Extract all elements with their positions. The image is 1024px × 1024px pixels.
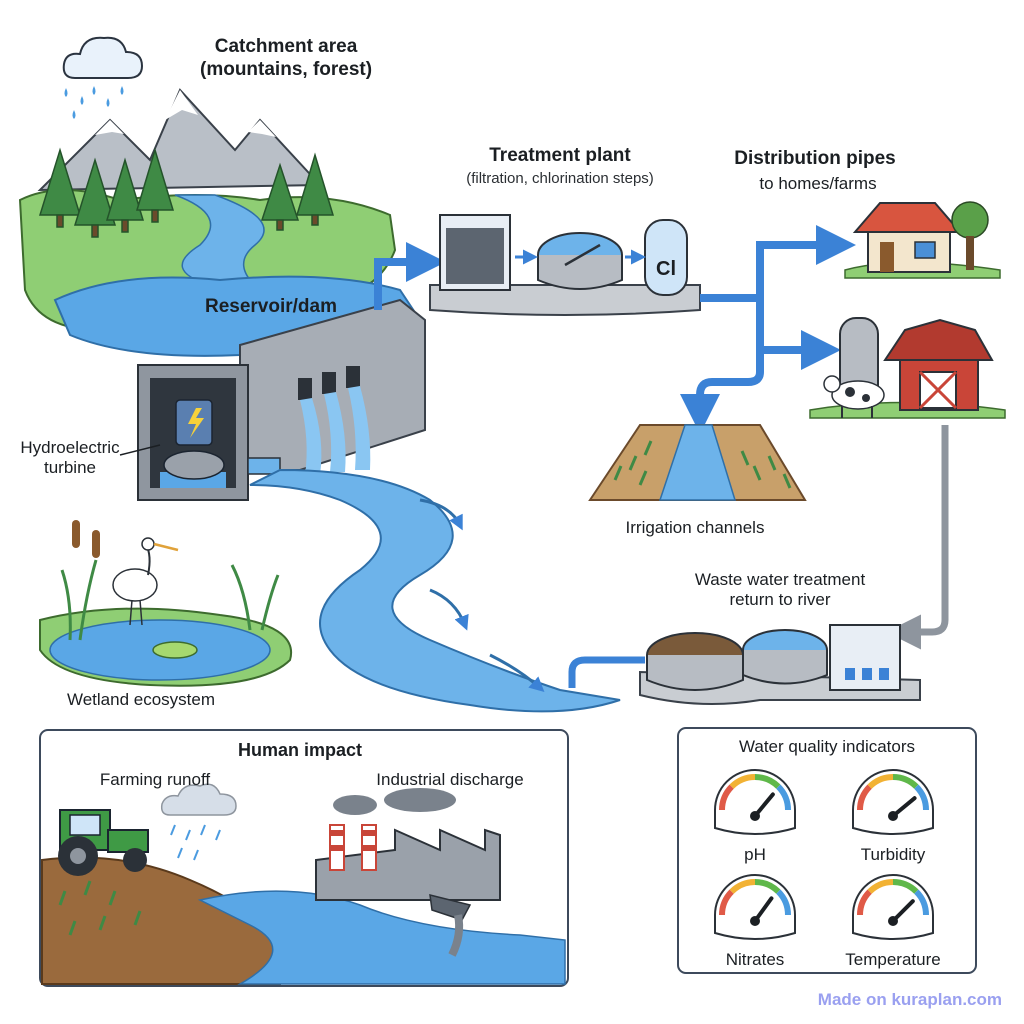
treatment-plant-subtitle: (filtration, chlorination steps) [466, 170, 654, 187]
wetland-label: Wetland ecosystem [66, 690, 216, 709]
treatment-plant [374, 214, 701, 316]
forest-trees [38, 147, 335, 238]
gauge-temperature [852, 874, 934, 940]
irrigation-field [588, 424, 807, 501]
farm-barn-icon [809, 317, 1006, 419]
gauge-hub [888, 811, 898, 821]
distribution-pipes-title: Distribution pipes [734, 148, 896, 169]
rain-cloud-icon [62, 36, 144, 119]
waste-water-label: Waste water treatment return to river [694, 570, 866, 610]
farming-runoff-label: Farming runoff [99, 770, 211, 789]
wetland [39, 520, 293, 687]
industrial-discharge-label: Industrial discharge [376, 770, 524, 789]
gauge-scale-segment [867, 774, 894, 789]
river-flow-arrow-1 [419, 498, 463, 531]
downstream-river [249, 468, 621, 713]
gauge-label-nitrates: Nitrates [725, 950, 785, 969]
water-quality-title: Water quality indicators [738, 737, 916, 756]
gauge-group [714, 769, 934, 940]
river-flow-arrow-3 [489, 653, 545, 693]
gauge-scale-segment [892, 774, 919, 789]
turbine-house [137, 364, 281, 501]
gauge-scale-segment [914, 784, 929, 811]
irrigation-label: Irrigation channels [625, 518, 765, 537]
treatment-plant-title: Treatment plant [489, 145, 631, 166]
water-quality-panel [677, 727, 977, 974]
turbine-wheel [163, 450, 225, 480]
gauge-hub [888, 916, 898, 926]
gauge-ph [714, 769, 796, 835]
reservoir-label: Reservoir/dam [204, 296, 337, 317]
gauge-scale-segment [719, 889, 734, 916]
waste-water-plant [568, 624, 921, 705]
turbine-label: Hydroelectric turbine [20, 438, 120, 478]
catchment-label: Catchment area (mountains, forest) [200, 36, 373, 80]
human-impact-panel [39, 729, 569, 987]
gauge-label-ph: pH [744, 845, 766, 864]
gauge-hub [750, 916, 760, 926]
gauge-scale-segment [754, 879, 781, 894]
gauge-scale-segment [857, 784, 872, 811]
gauge-nitrates [714, 874, 796, 940]
turbine-pointer [119, 444, 161, 456]
gauge-scale-segment [776, 889, 791, 916]
watermark: Made on kuraplan.com [817, 990, 1002, 1009]
gauge-turbidity [852, 769, 934, 835]
factory-icon [315, 788, 501, 957]
gauge-scale-segment [754, 774, 781, 789]
gauge-scale-segment [914, 889, 929, 916]
tractor-icon [58, 809, 149, 876]
gauge-label-turbidity: Turbidity [860, 845, 926, 864]
gauge-scale-segment [729, 774, 756, 789]
chlorine-symbol: Cl [656, 258, 676, 280]
gauge-scale-segment [867, 879, 894, 894]
impact-river [197, 890, 566, 985]
gauge-label-temperature: Temperature [845, 950, 941, 969]
gauge-scale-segment [729, 879, 756, 894]
heron-icon [112, 537, 179, 626]
gauge-scale-segment [719, 784, 734, 811]
gauge-hub [750, 811, 760, 821]
human-impact-title: Human impact [237, 740, 363, 760]
lightning-icon [188, 408, 204, 438]
river-flow-arrow-2 [429, 588, 469, 631]
distribution-pipes-subtitle: to homes/farms [759, 174, 877, 193]
gauge-scale-segment [892, 879, 919, 894]
waste-return-pipe [886, 425, 949, 650]
runoff-cloud-icon [160, 783, 237, 861]
gauge-scale-segment [776, 784, 791, 811]
gauge-scale-segment [857, 889, 872, 916]
distribution-pipes [680, 225, 856, 434]
cow-icon [823, 375, 885, 418]
house-icon [844, 201, 1001, 279]
